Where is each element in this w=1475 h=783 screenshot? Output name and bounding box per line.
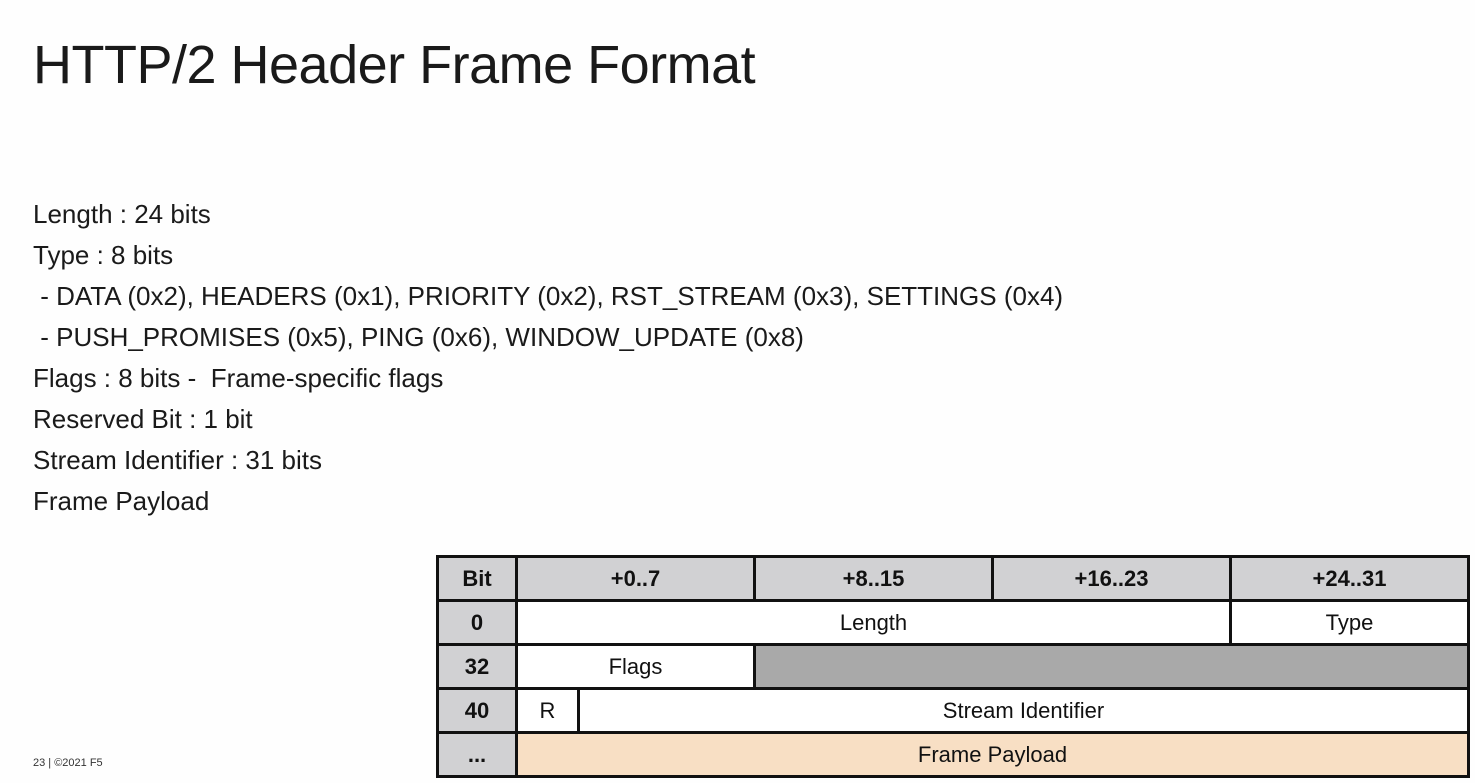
length-field: Length bbox=[514, 599, 1233, 646]
table-header-row: Bit +0..7 +8..15 +16..23 +24..31 bbox=[436, 555, 1471, 602]
frame-payload-field: Frame Payload bbox=[514, 731, 1471, 778]
frame-format-table: Bit +0..7 +8..15 +16..23 +24..31 0 Lengt… bbox=[436, 555, 1471, 778]
row-offset: ... bbox=[436, 731, 518, 778]
bullet-type: Type : 8 bits bbox=[33, 240, 174, 270]
table-row: 0 Length Type bbox=[436, 599, 1471, 646]
flags-field: Flags bbox=[514, 643, 757, 690]
stream-identifier-field: Stream Identifier bbox=[576, 687, 1471, 734]
bullet-reserved-bit: Reserved Bit : 1 bit bbox=[33, 404, 253, 434]
row-offset: 0 bbox=[436, 599, 518, 646]
reserved-bit-field: R bbox=[515, 687, 580, 734]
bullet-flags: Flags : 8 bits - Frame-specific flags bbox=[33, 363, 444, 393]
type-field: Type bbox=[1229, 599, 1471, 646]
bit-range-8-15: +8..15 bbox=[753, 555, 995, 602]
bit-header-cell: Bit bbox=[436, 555, 518, 602]
slide-footer: 23 | ©2021 F5 bbox=[33, 757, 103, 769]
bit-range-0-7: +0..7 bbox=[514, 555, 757, 602]
bullet-type-values-2: - PUSH_PROMISES (0x5), PING (0x6), WINDO… bbox=[33, 322, 804, 352]
bullet-length: Length : 24 bits bbox=[33, 199, 211, 229]
bullet-stream-identifier: Stream Identifier : 31 bits bbox=[33, 445, 323, 475]
unused-shaded-area bbox=[753, 643, 1471, 690]
table-row: 40 R Stream Identifier bbox=[436, 687, 1471, 734]
bullet-type-values-1: - DATA (0x2), HEADERS (0x1), PRIORITY (0… bbox=[33, 281, 1064, 311]
bullet-frame-payload: Frame Payload bbox=[33, 486, 210, 516]
bit-range-16-23: +16..23 bbox=[991, 555, 1233, 602]
field-description-list: Length : 24 bits Type : 8 bits - DATA (0… bbox=[33, 194, 1063, 522]
table-row: 32 Flags bbox=[436, 643, 1471, 690]
row-offset: 32 bbox=[436, 643, 518, 690]
bit-range-24-31: +24..31 bbox=[1229, 555, 1471, 602]
table-row: ... Frame Payload bbox=[436, 731, 1471, 778]
row-offset: 40 bbox=[436, 687, 518, 734]
slide-title: HTTP/2 Header Frame Format bbox=[33, 35, 756, 95]
